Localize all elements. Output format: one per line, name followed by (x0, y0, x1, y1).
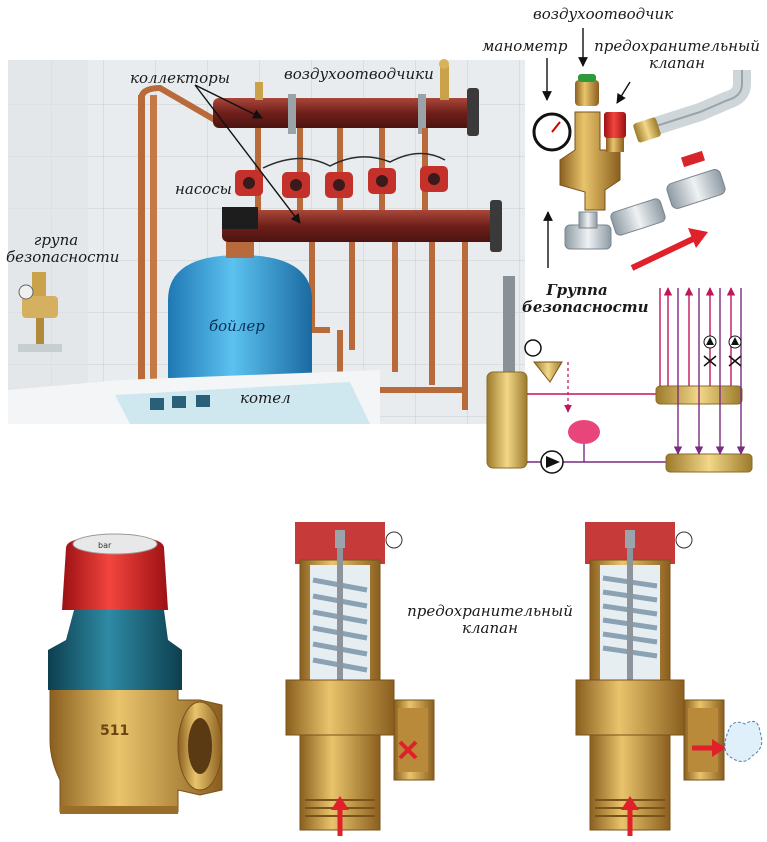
label-manometer: манометр (482, 37, 568, 55)
label-air-vents: воздухоотводчики (284, 65, 434, 83)
boiler-unit-photo (8, 370, 380, 424)
label-safety-valve-schematic: предохранительный клапан (593, 38, 761, 72)
pumps-photo (235, 166, 448, 198)
label-safety-group-photo-line2: безопасности (6, 248, 120, 266)
piping-schematic (486, 276, 753, 474)
label-safety-group-schematic-line2: безопасности (522, 298, 649, 316)
label-air-vent: воздухоотводчик (533, 5, 674, 23)
label-pumps: насосы (175, 180, 232, 198)
label-collectors: коллекторы (130, 69, 230, 87)
safety-group-photo (18, 272, 62, 352)
label-boiler-tank: бойлер (209, 317, 265, 335)
boiler-tank-photo (168, 242, 312, 378)
label-safety-valve-cutaway-line1: предохранительный (407, 602, 573, 620)
label-safety-group-schematic-line1: Группа (546, 281, 608, 299)
label-safety-group-photo-line1: група (33, 231, 79, 249)
label-safety-group-schematic: Группа безопасности (522, 281, 649, 316)
label-safety-group-photo: група безопасности (6, 231, 120, 266)
installation-photo (8, 59, 525, 424)
valve-cutaway-open (575, 522, 763, 836)
svg-text:bar: bar (98, 541, 112, 550)
valve-cutaway-closed (285, 522, 435, 836)
label-safety-valve-cutaway: предохранительный клапан (405, 603, 575, 637)
svg-text:511: 511 (100, 723, 129, 739)
label-safety-valve-schematic-line1: предохранительный (594, 37, 760, 55)
safety-valve-photo: bar 511 (48, 533, 223, 814)
safety-group-exploded-view (532, 28, 751, 271)
label-boiler: котел (240, 389, 291, 407)
photo-callout-arrows (194, 84, 301, 224)
label-safety-valve-cutaway-line2: клапан (462, 619, 518, 637)
air-vents-photo (255, 59, 449, 100)
upper-collector (213, 98, 475, 128)
lower-collector (222, 210, 497, 242)
label-safety-valve-schematic-line2: клапан (649, 54, 705, 72)
